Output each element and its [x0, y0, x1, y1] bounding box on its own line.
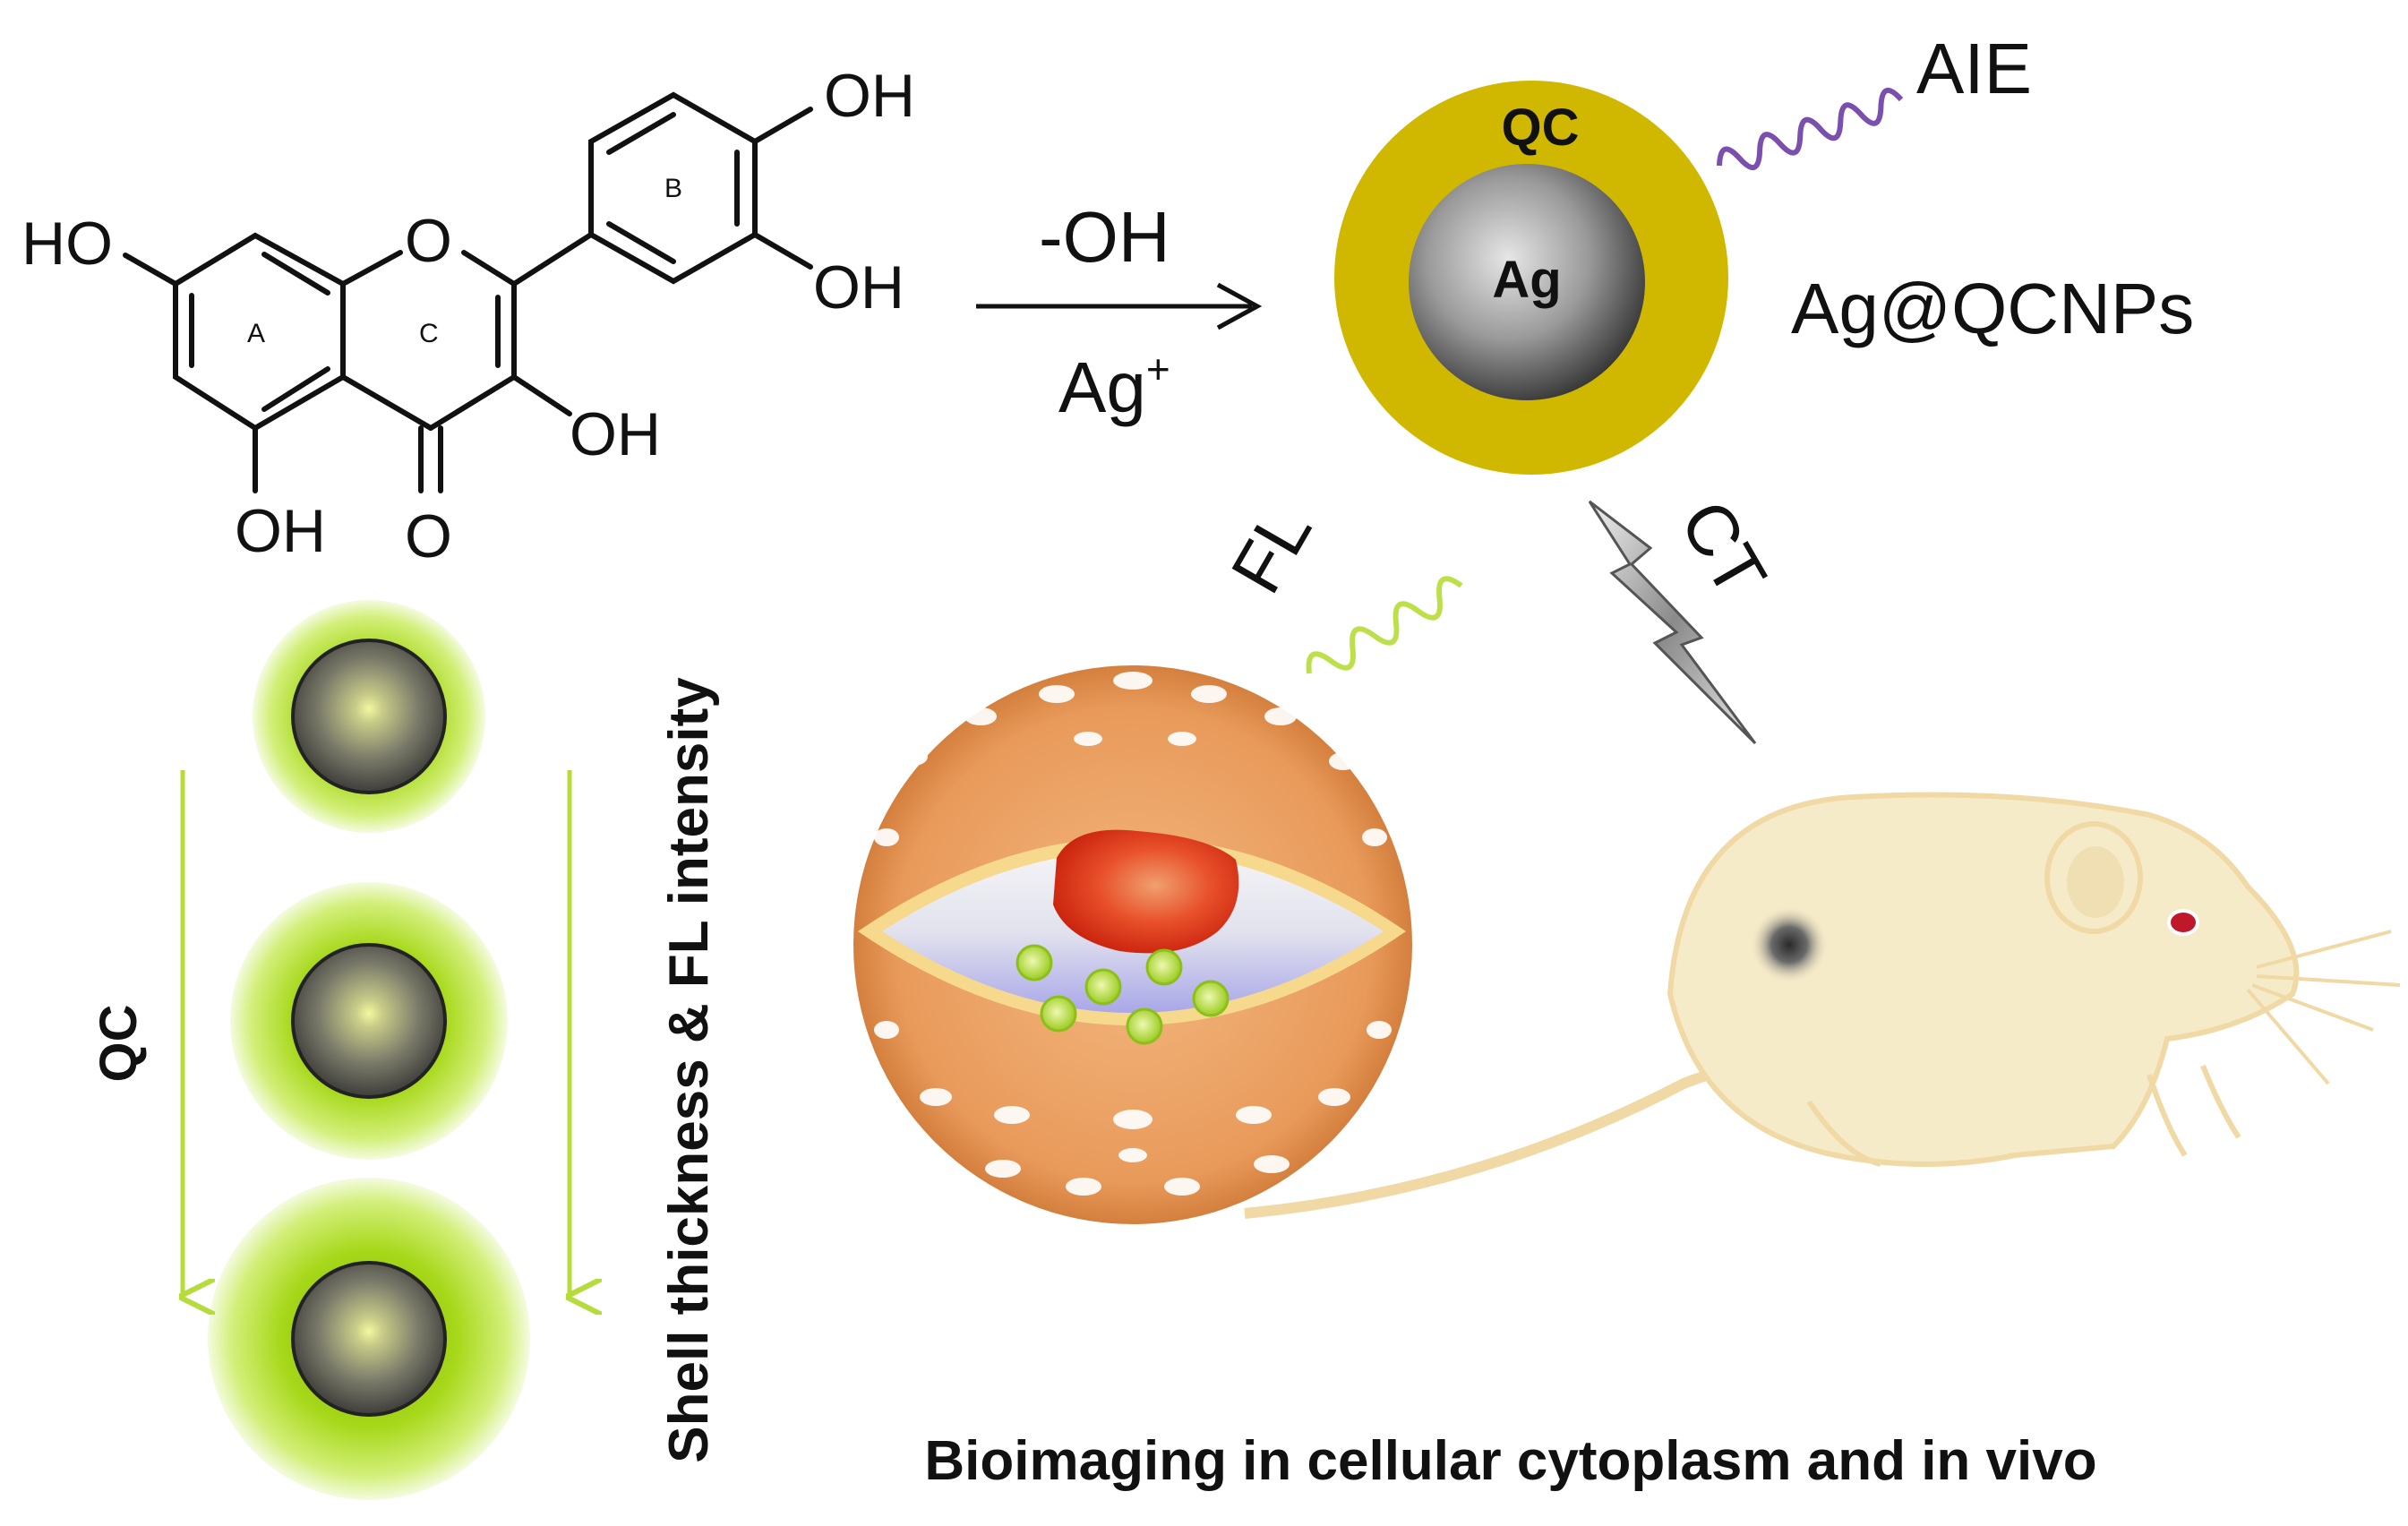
fl-label: FL: [1216, 493, 1327, 605]
bond-c3-oh: [511, 374, 572, 416]
bond-b-oh2: [752, 232, 813, 270]
membrane-pore: [1118, 1148, 1147, 1162]
ring-label-a: A: [247, 319, 265, 348]
membrane-pore: [1074, 732, 1102, 746]
aie-label: AIE: [1916, 29, 2032, 108]
ring-label-b: B: [664, 174, 682, 203]
atom-o-carbonyl: O: [405, 502, 452, 570]
quercetin-structure: OH OH HO OH OH O O A C B: [21, 62, 915, 570]
atom-o-ring: O: [405, 207, 452, 275]
atom-oh-mid-right: OH: [813, 253, 904, 321]
core-label: Ag: [1492, 251, 1561, 309]
cytoplasm-np: [1084, 968, 1122, 1006]
bond-c-o1: [340, 250, 403, 287]
atom-oh-ring-c: OH: [570, 400, 661, 468]
bond-c4-c4a: [340, 374, 433, 431]
cytoplasm-np: [1040, 995, 1077, 1033]
membrane-pores: [874, 672, 1392, 1196]
np-medium-core: [291, 943, 447, 1099]
mouse-body: [1667, 792, 2300, 1167]
membrane-pore: [874, 1021, 899, 1039]
membrane-pore: [1264, 707, 1297, 725]
aie-emission-wave: [1717, 87, 1904, 170]
ag-qc-nanoparticle: QC Ag: [1334, 81, 1728, 475]
membrane-pore: [874, 828, 899, 846]
cell-nucleus: [1053, 829, 1239, 954]
reaction-arrow-head: [1216, 282, 1263, 330]
membrane-pore: [1039, 685, 1075, 703]
membrane-pore: [985, 1160, 1021, 1178]
mouse-eye: [2167, 909, 2199, 936]
mouse-front-legs: [2147, 1064, 2241, 1157]
cytoplasm-np: [1015, 944, 1053, 982]
cell-illustration: [853, 665, 1412, 1224]
np-small-core: [291, 639, 447, 794]
shell-thickness-trend: QC Shell thickness & FL intensity: [90, 600, 720, 1500]
bond-b-oh1: [752, 107, 813, 144]
membrane-pore: [964, 707, 997, 725]
ag-core: [1409, 164, 1645, 400]
membrane-pore: [920, 1088, 952, 1106]
ring-a-double-top: [261, 252, 330, 296]
cytoplasm-np: [1145, 948, 1183, 986]
ring-b-double-3: [606, 221, 676, 264]
qc-trend-label: QC: [90, 1005, 148, 1083]
bond-c2-ringb: [511, 232, 594, 287]
fl-emission-wave: [1306, 576, 1463, 674]
membrane-pore: [994, 1106, 1030, 1124]
mouse-illustration: [1244, 792, 2401, 1219]
reaction-arrow-group: -OH Ag+: [976, 197, 1263, 427]
atom-ho-left: HO: [21, 210, 113, 278]
nanoparticle-dots: [1015, 944, 1230, 1045]
atom-oh-top-right: OH: [824, 62, 915, 130]
bond-c3-c4: [428, 374, 517, 431]
ct-label: CT: [1665, 487, 1781, 610]
membrane-pore: [1329, 752, 1358, 770]
nanoparticle-name: Ag@QCNPs: [1791, 269, 2194, 348]
membrane-pore: [1113, 672, 1153, 690]
cytoplasm-np: [1126, 1007, 1163, 1045]
membrane-pore: [1236, 1106, 1272, 1124]
membrane-pore: [899, 748, 928, 766]
bioimaging-caption: Bioimaging in cellular cytoplasm and in …: [924, 1430, 2096, 1492]
reagent-silver-base: Ag: [1058, 347, 1146, 427]
mouse-inner-ear: [2067, 846, 2124, 918]
np-large-core: [291, 1261, 447, 1417]
membrane-pore: [1367, 1021, 1392, 1039]
reagent-silver-ion: Ag+: [1058, 346, 1170, 427]
mouse-whiskers: [2246, 930, 2401, 1085]
ct-contrast-spot: [1750, 905, 1829, 984]
shell-label: QC: [1502, 99, 1580, 157]
membrane-pore: [1113, 1110, 1153, 1129]
reagent-silver-charge: +: [1146, 346, 1170, 392]
membrane-pore: [1164, 1178, 1200, 1196]
atom-oh-bottom: OH: [235, 497, 326, 565]
membrane-pore: [1254, 1155, 1290, 1173]
ring-b-double-1: [606, 112, 676, 155]
ring-label-c: C: [419, 319, 439, 348]
reagent-hydroxide: -OH: [1039, 197, 1170, 277]
bond-c-o2: [461, 250, 517, 287]
bond-c7-oh: [123, 253, 178, 287]
mouse-hind-leg: [1806, 1100, 1881, 1167]
membrane-pore: [1191, 685, 1227, 703]
intensity-trend-label: Shell thickness & FL intensity: [658, 677, 720, 1463]
cytoplasm-np: [1192, 980, 1230, 1017]
membrane-pore: [1318, 1088, 1350, 1106]
membrane-pore: [1066, 1178, 1101, 1196]
membrane-pore: [1362, 828, 1387, 846]
ct-lightning-icon: [1588, 500, 1757, 745]
membrane-pore: [1168, 732, 1196, 746]
ring-a-double-bottom: [261, 366, 330, 412]
